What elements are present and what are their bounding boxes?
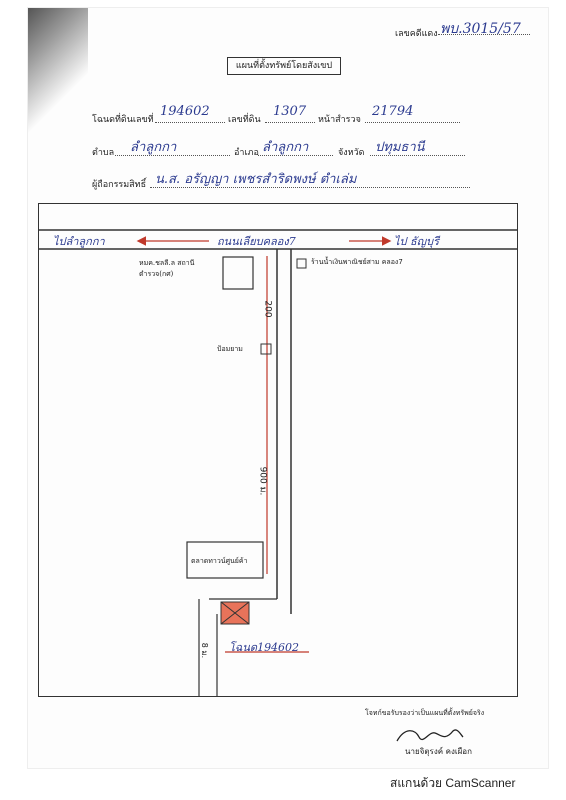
ref-underline <box>438 34 530 35</box>
side-road-label: 8 ม. <box>200 642 210 659</box>
certification-text: โจทก์ขอรับรองว่าเป็นแผนที่ตั้งทรัพย์จริง <box>365 709 485 717</box>
distance-1: 200 <box>262 300 273 318</box>
owner-underline <box>150 187 470 188</box>
junction-label: ป้อมยาม <box>217 345 243 353</box>
district-label: อำเภอ <box>234 148 259 158</box>
owner-label: ผู้ถือกรรมสิทธิ์ <box>92 180 147 190</box>
plot-label: โฉนด194602 <box>229 641 300 654</box>
survey-label: หน้าสำรวจ <box>318 115 361 125</box>
sketch-map: ไปลำลูกกา ถนนเลียบคลอง7 ไป ธัญบุรี หมค.ช… <box>38 203 518 697</box>
land-no-label: เลขที่ดิน <box>228 115 261 125</box>
subdistrict-value: ลำลูกกา <box>130 140 177 155</box>
province-value: ปทุมธานี <box>375 140 425 155</box>
deed-underline <box>155 122 225 123</box>
distance-2: 900 ม. <box>257 466 268 496</box>
junction-box <box>260 343 272 355</box>
police-station-label: หมค.ชลลี.ล สถานีตำรวจ(กศ) <box>139 259 195 278</box>
ref-value: พบ.3015/57 <box>440 21 521 37</box>
police-station-box <box>222 256 254 290</box>
road-name: ถนนเลียบคลอง7 <box>217 235 296 248</box>
subdistrict-underline <box>115 155 230 156</box>
district-value: ลำลูกกา <box>262 140 309 155</box>
shop-marker <box>296 258 307 269</box>
left-destination: ไปลำลูกกา <box>53 235 105 248</box>
district-underline <box>258 155 333 156</box>
ref-label: เลขคดีแดง <box>395 29 438 39</box>
owner-value: น.ส. อรัญญา เพชรสำริดพงษ์ ตำเล่ม <box>155 172 357 187</box>
market-label: ตลาดทาวน์ศูนย์ค้า <box>191 557 248 565</box>
deed-label: โฉนดที่ดินเลขที่ <box>92 115 154 125</box>
document-title: แผนที่ตั้งทรัพย์โดยสังเขป <box>227 57 341 75</box>
survey-underline <box>365 122 460 123</box>
plot-cross-2 <box>220 601 250 625</box>
signer-name: นายจิตุรงค์ คงเผือก <box>405 747 472 756</box>
document-page <box>28 8 548 768</box>
province-label: จังหวัด <box>338 148 365 158</box>
market-box <box>186 541 264 579</box>
province-underline <box>370 155 465 156</box>
scanner-watermark: สแกนด้วย CamScanner <box>390 776 516 790</box>
right-destination: ไป ธัญบุรี <box>394 235 439 248</box>
survey-value: 21794 <box>372 104 414 119</box>
folded-corner-shadow <box>28 8 88 158</box>
deed-value: 194602 <box>160 104 210 119</box>
signature <box>396 729 464 742</box>
subdistrict-label: ตำบล <box>92 148 115 158</box>
land-no-value: 1307 <box>273 104 307 119</box>
land-no-underline <box>265 122 315 123</box>
map-drawing <box>39 229 517 696</box>
shop-label: ร้านน้ำเงินพาณิชย์สาม คลอง7 <box>311 258 403 266</box>
